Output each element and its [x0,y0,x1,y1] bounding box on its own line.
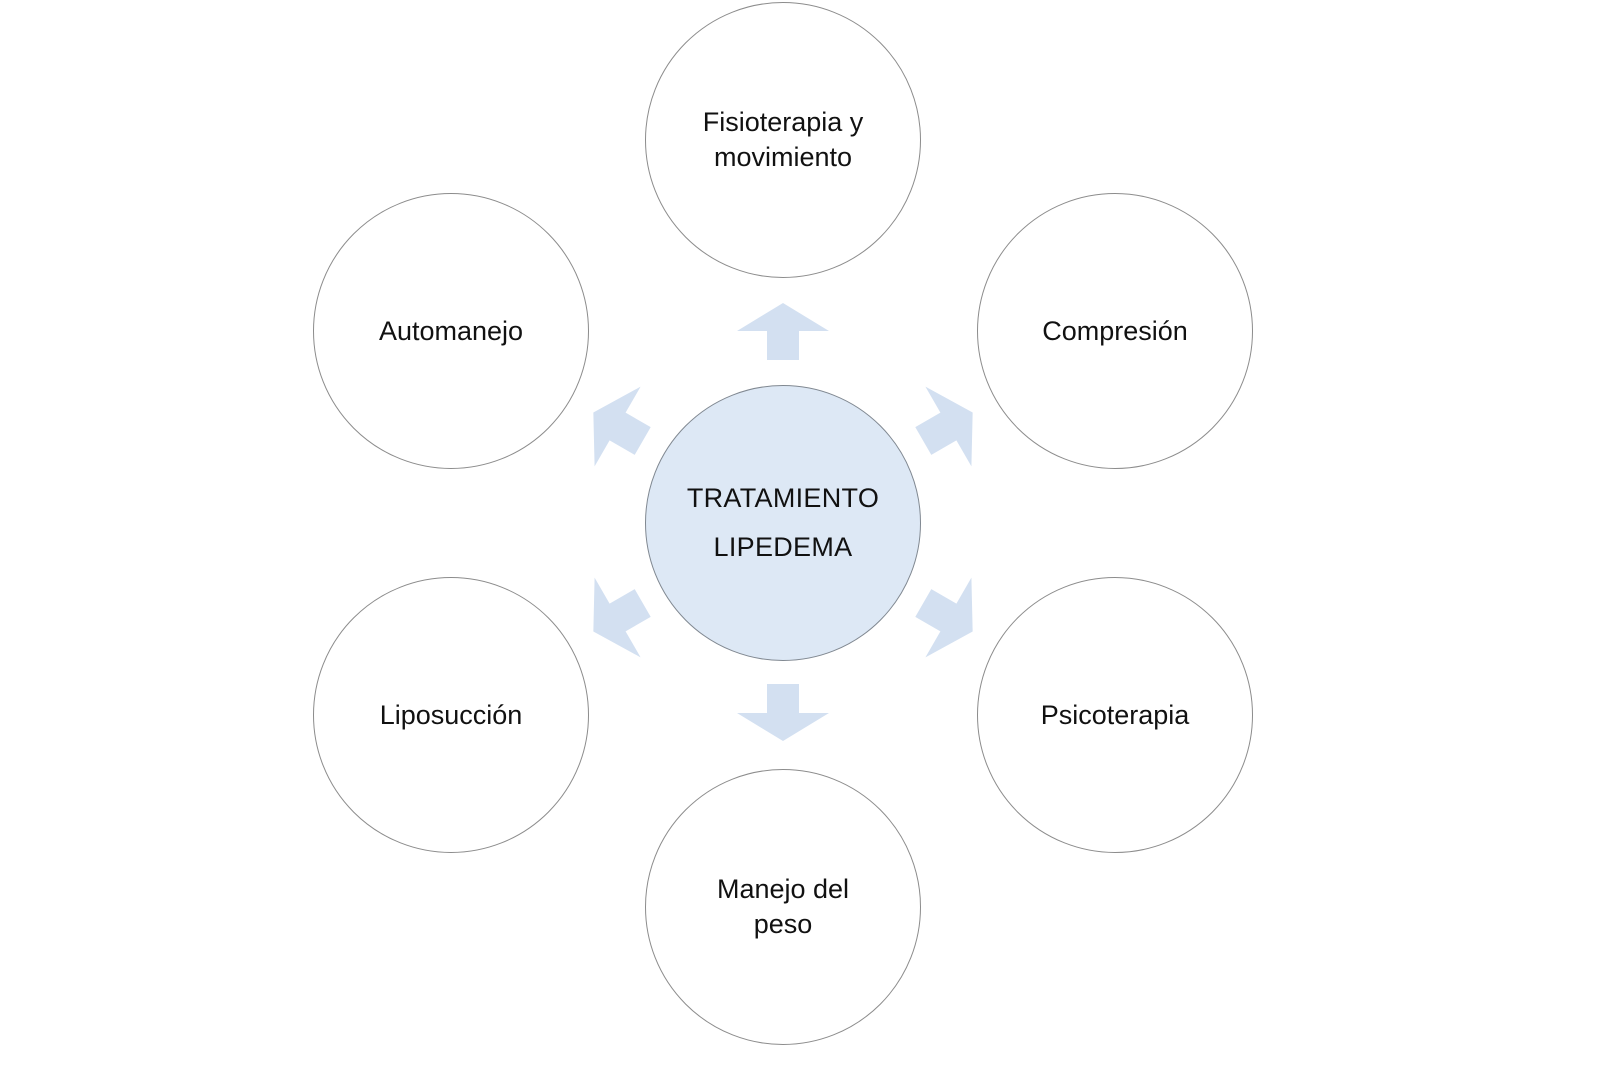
node-manejo-peso-label: Manejo del peso [716,874,850,939]
node-automanejo-label: Automanejo [378,315,524,346]
arrow-to-liposuccion [593,577,651,658]
node-fisioterapia-label: Fisioterapia y movimiento [702,107,864,172]
node-fisioterapia: Fisioterapia y movimiento [645,2,921,278]
node-automanejo: Automanejo [313,193,589,469]
arrow-to-fisioterapia [737,303,829,360]
node-manejo-peso: Manejo del peso [645,769,921,1045]
node-compresion: Compresión [977,193,1253,469]
arrow-to-compresion [915,386,973,467]
node-psicoterapia: Psicoterapia [977,577,1253,853]
center-node: TRATAMIENTO LIPEDEMA [645,385,921,661]
node-liposuccion-label: Liposucción [379,699,523,730]
node-liposuccion: Liposucción [313,577,589,853]
center-node-label: TRATAMIENTO LIPEDEMA [686,483,880,562]
node-psicoterapia-label: Psicoterapia [1040,699,1190,730]
arrow-to-automanejo [593,386,651,467]
arrow-to-psicoterapia [915,577,973,658]
arrow-to-manejo-peso [737,684,829,741]
node-compresion-label: Compresión [1042,315,1188,346]
